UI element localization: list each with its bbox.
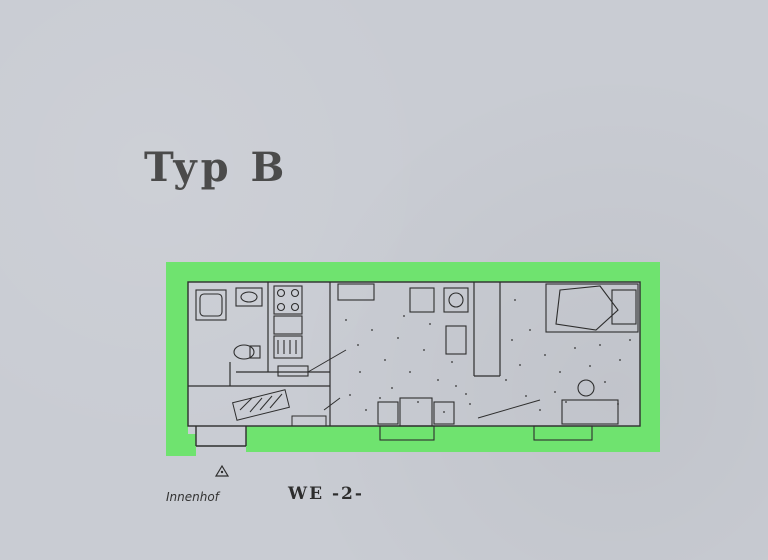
highlighted-walls <box>166 262 660 456</box>
bedroom-furniture <box>533 283 639 441</box>
entrance-dot-icon <box>220 470 224 474</box>
unit-label: WE -2- <box>288 484 364 504</box>
living-furniture <box>337 283 469 441</box>
floor-stipple <box>345 299 631 413</box>
plan-title: Typ B <box>144 144 289 191</box>
hallway-cabinet <box>232 389 327 427</box>
courtyard-label: Innenhof <box>166 490 219 504</box>
kitchen-fixtures <box>273 285 309 377</box>
entrance-triangle-icon <box>214 464 230 477</box>
doors <box>307 349 541 419</box>
outer-walls <box>187 281 641 447</box>
bathroom-fixtures <box>195 287 263 360</box>
interior-walls <box>188 282 501 426</box>
